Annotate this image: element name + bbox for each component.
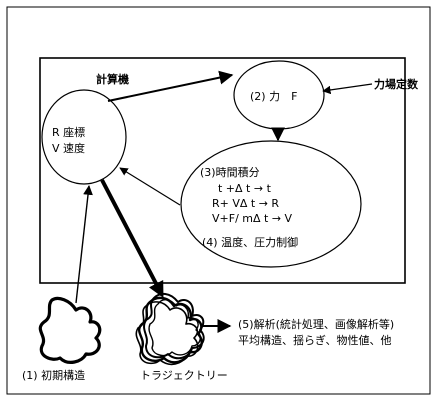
arrow-const-to-force bbox=[322, 83, 373, 95]
outer-frame bbox=[6, 6, 431, 395]
arrow-coord-to-trajectory bbox=[100, 179, 164, 298]
analysis-items: 平均構造、揺らぎ、物性値、他 bbox=[238, 334, 392, 347]
trajectory-shape bbox=[135, 292, 205, 366]
integration-eq-velocity: V+F/ mΔ t → V bbox=[212, 212, 293, 225]
arrow-initial-to-coord bbox=[75, 185, 93, 304]
integration-eq-time: t +Δ t → t bbox=[218, 182, 271, 195]
initial-structure-label: (1) 初期構造 bbox=[22, 369, 86, 382]
arrow-integ-to-coord bbox=[119, 167, 181, 206]
analysis-title: (5)解析(統計処理、画像解析等) bbox=[238, 318, 395, 331]
coord-velocity-node bbox=[41, 89, 127, 185]
arrow-coord-to-force bbox=[107, 70, 234, 102]
computer-box bbox=[39, 57, 406, 284]
force-field-const-label: 力場定数 bbox=[374, 78, 418, 91]
time-integration-title: (3)時間積分 bbox=[200, 166, 260, 179]
temp-pressure-control-label: (4) 温度、圧力制御 bbox=[202, 236, 299, 249]
computer-box-title: 計算機 bbox=[96, 73, 129, 86]
coord-label: R 座標 bbox=[52, 126, 86, 139]
force-label: (2) 力 F bbox=[250, 90, 298, 103]
initial-structure-shape bbox=[38, 296, 102, 364]
velocity-label: V 速度 bbox=[52, 142, 86, 155]
integration-eq-position: R+ VΔ t → R bbox=[212, 197, 280, 210]
trajectory-label: トラジェクトリー bbox=[140, 369, 228, 382]
